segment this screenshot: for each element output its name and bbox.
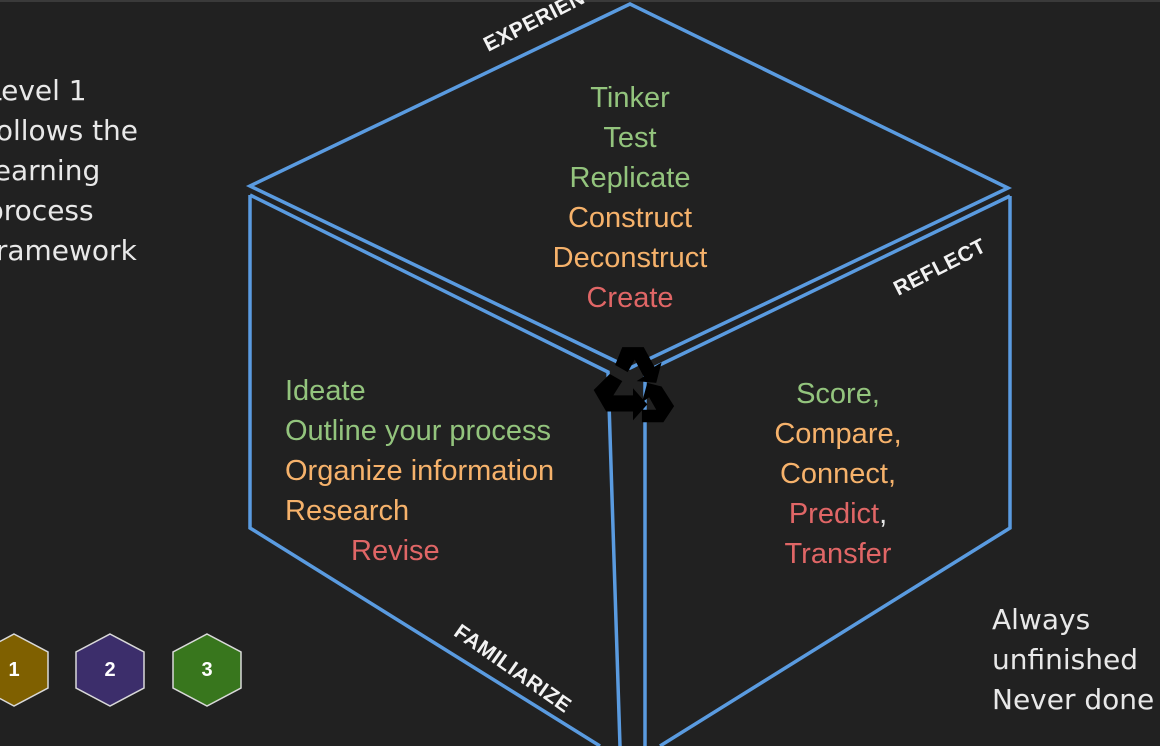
tagline-line: Always xyxy=(992,603,1091,636)
recycle-icon xyxy=(588,340,678,424)
reflect-item-text: Score, xyxy=(796,378,880,410)
level-number: 3 xyxy=(201,658,213,681)
experience-item: Tinker xyxy=(530,78,730,118)
experience-item-text: Construct xyxy=(567,202,693,234)
familiarize-item-text: Organize information xyxy=(285,455,555,487)
intro-line: follows the xyxy=(0,114,139,147)
reflect-item-text: Compare, xyxy=(774,418,902,450)
cube-face-right-edge xyxy=(659,196,1012,746)
reflect-item: Score, xyxy=(740,374,936,414)
level-3-badge: 3 xyxy=(171,632,243,708)
intro-line: Level 1 xyxy=(0,74,87,107)
reflect-list: Score, Compare, Connect, Predict, Transfer xyxy=(740,374,936,574)
intro-line: framework xyxy=(0,234,137,267)
top-border xyxy=(0,0,1160,2)
hexagon-shape xyxy=(172,633,242,707)
level-number: 2 xyxy=(104,658,116,681)
hexagon-fill xyxy=(0,633,49,707)
experience-item: Deconstruct xyxy=(530,238,730,278)
familiarize-item-text: Outline your process xyxy=(285,415,551,447)
hexagon-fill xyxy=(172,633,242,707)
hexagon-shape xyxy=(0,633,49,707)
experience-item-text: Test xyxy=(603,122,657,154)
reflect-item-suffix: , xyxy=(879,498,888,530)
familiarize-item-text: Revise xyxy=(351,535,440,567)
reflect-item-text: Connect, xyxy=(779,458,897,490)
familiarize-item: Outline your process xyxy=(285,411,554,451)
experience-item: Replicate xyxy=(530,158,730,198)
reflect-item: Connect, xyxy=(740,454,936,494)
experience-item-text: Create xyxy=(586,282,674,314)
familiarize-item: Ideate xyxy=(285,371,554,411)
level-2-badge: 2 xyxy=(74,632,146,708)
experience-item: Create xyxy=(530,278,730,318)
experience-item-text: Replicate xyxy=(569,162,691,194)
level-number: 1 xyxy=(8,658,20,681)
intro-line: learning xyxy=(0,154,101,187)
hexagon-fill xyxy=(75,633,145,707)
intro-text: Level 1 follows the learning process framewo… xyxy=(0,71,138,271)
familiarize-item: Organize information xyxy=(285,451,554,491)
familiarize-item: Revise xyxy=(285,531,554,571)
experience-item: Construct xyxy=(530,198,730,238)
familiarize-item-text: Research xyxy=(285,495,410,527)
level-1-badge: 1 xyxy=(0,632,50,708)
cube-face-left-edge xyxy=(248,195,601,746)
hexagon-shape xyxy=(75,633,145,707)
cube-face-left xyxy=(249,193,622,746)
familiarize-item: Research xyxy=(285,491,554,531)
experience-item: Test xyxy=(530,118,730,158)
reflect-item: Compare, xyxy=(740,414,936,454)
reflect-item-text: Predict xyxy=(788,498,880,530)
intro-line: process xyxy=(0,194,94,227)
experience-item-text: Tinker xyxy=(590,82,670,114)
experience-item-text: Deconstruct xyxy=(552,242,708,274)
reflect-item-text: Transfer xyxy=(784,538,892,570)
reflect-item: Transfer xyxy=(740,534,936,574)
familiarize-item-text: Ideate xyxy=(285,375,366,407)
tagline-line: Never done xyxy=(992,683,1155,716)
tagline-line: unfinished xyxy=(992,643,1138,676)
reflect-item: Predict, xyxy=(740,494,936,534)
